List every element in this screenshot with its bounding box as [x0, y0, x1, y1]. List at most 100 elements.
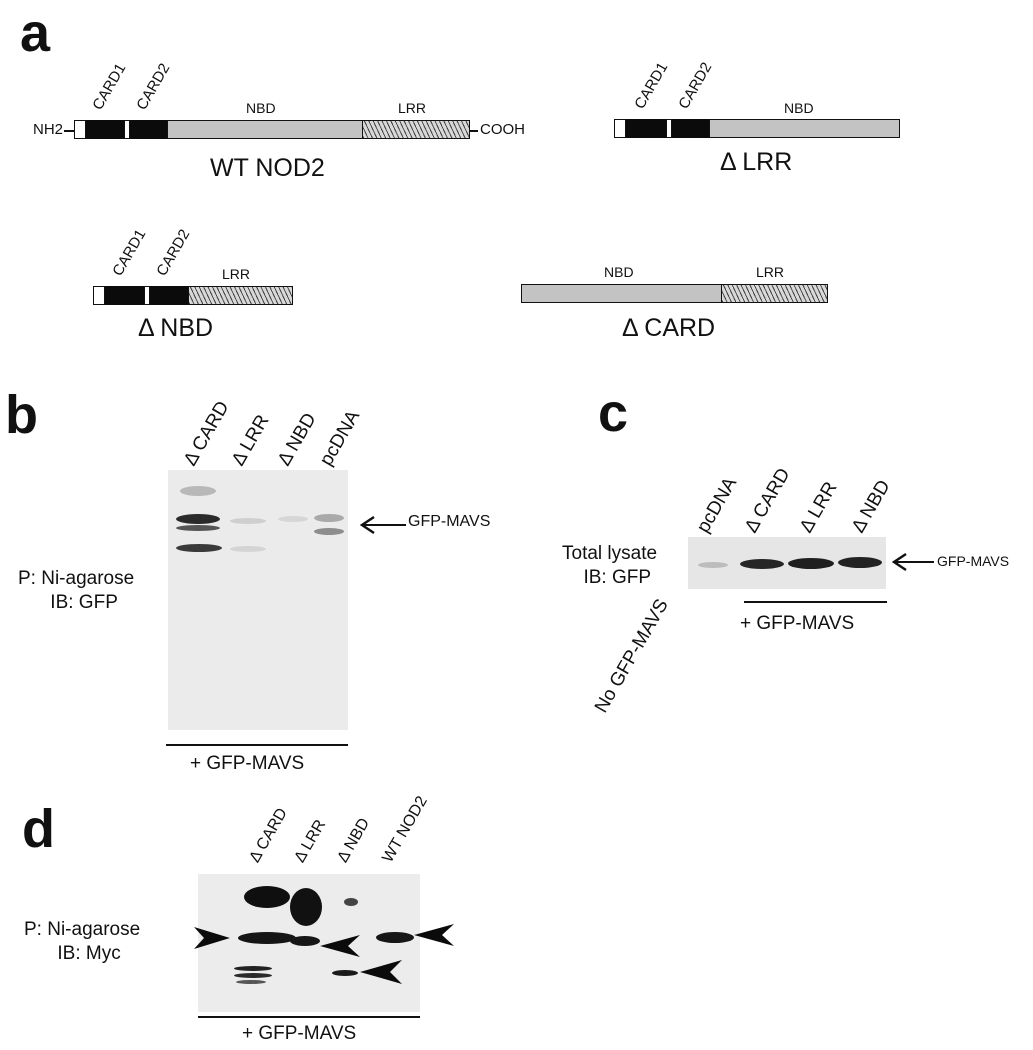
n-terminus-line [64, 130, 74, 132]
arrowhead-icon [320, 935, 360, 957]
card2-label: CARD2 [133, 60, 174, 113]
lrr-label: LRR [398, 100, 427, 116]
bracket-line [744, 601, 887, 603]
arrow-icon [359, 515, 406, 535]
arrowhead-icon [414, 924, 454, 946]
arrowhead-icon [360, 960, 402, 984]
blot-band [244, 886, 290, 908]
blot-band [278, 516, 308, 522]
side-label-d: P: Ni-agarose IB: Myc [24, 918, 140, 966]
lane-label: pcDNA [315, 406, 365, 470]
card1-domain [105, 286, 144, 305]
construct-name-dlrr: Δ LRR [720, 148, 793, 176]
bottom-label-b: + GFP-MAVS [190, 753, 305, 774]
n-cap [74, 120, 86, 139]
bracket-line [198, 1016, 420, 1018]
lane-label: Δ NBD [273, 409, 321, 470]
nbd-domain [521, 284, 722, 303]
linker [144, 286, 150, 305]
panel-label-b: b [5, 385, 38, 445]
lrr-domain [721, 284, 828, 303]
card1-label: CARD1 [109, 226, 150, 279]
lane-label: Δ CARD [740, 464, 795, 537]
n-cap [93, 286, 105, 305]
lane-label: Δ LRR [291, 816, 330, 866]
blot-band [238, 932, 296, 944]
blot-band [234, 973, 272, 978]
card2-domain [130, 120, 168, 139]
arrow-label-b: GFP-MAVS [408, 513, 491, 530]
n-terminus-label: NH2 [33, 121, 64, 138]
card2-domain [150, 286, 188, 305]
blot-band [176, 514, 220, 524]
blot-band [740, 559, 784, 569]
side-label-b: P: Ni-agarose IB: GFP [18, 567, 134, 615]
card1-label: CARD1 [631, 59, 672, 112]
n-cap [614, 119, 626, 138]
nbd-label: NBD [604, 264, 634, 280]
lane-label: Δ CARD [179, 397, 234, 470]
arrow-icon [891, 552, 934, 572]
blot-band [290, 936, 320, 946]
blot-band [698, 562, 728, 568]
blot-band [236, 980, 266, 984]
card2-label: CARD2 [675, 59, 716, 112]
construct-name-dcard: Δ CARD [622, 314, 716, 342]
lrr-label: LRR [222, 266, 251, 282]
no-mavs-label: No GFP-MAVS [590, 595, 673, 717]
c-terminus-line [470, 130, 478, 132]
blot-band [290, 888, 322, 926]
panel-label-d: d [22, 799, 55, 859]
lane-label: Δ CARD [246, 805, 291, 866]
panel-label-c: c [598, 383, 629, 443]
lane-label: pcDNA [692, 473, 742, 537]
side-label-c: Total lysate IB: GFP [562, 542, 657, 590]
blot-band [314, 514, 344, 522]
blot-band [344, 898, 358, 906]
nbd-label: NBD [246, 100, 276, 116]
lane-label: Δ NBD [847, 476, 895, 537]
card2-domain [672, 119, 710, 138]
card1-label: CARD1 [89, 60, 130, 113]
c-terminus-label: COOH [480, 121, 525, 138]
linker [124, 120, 130, 139]
lrr-domain [188, 286, 293, 305]
blot-band [176, 544, 222, 552]
blot-band [838, 557, 882, 568]
side-label-line: P: Ni-agarose [24, 919, 141, 940]
western-blot-b [168, 470, 348, 730]
side-label-line: IB: GFP [583, 566, 652, 588]
side-label-line: P: Ni-agarose [18, 568, 135, 589]
lane-label: WT NOD2 [379, 793, 431, 866]
linker [666, 119, 672, 138]
western-blot-c [688, 537, 886, 589]
lane-label: Δ NBD [334, 815, 374, 866]
lane-label: Δ LRR [227, 411, 274, 470]
bottom-label-c: + GFP-MAVS [740, 613, 855, 634]
nbd-label: NBD [784, 100, 814, 116]
blot-band [376, 932, 414, 943]
panel-label-a: a [20, 3, 51, 63]
bottom-label-d: + GFP-MAVS [242, 1023, 357, 1044]
arrowhead-icon [194, 927, 230, 949]
blot-band [314, 528, 344, 535]
lane-label: Δ LRR [795, 478, 842, 537]
blot-band [230, 546, 266, 552]
bracket-line [166, 744, 348, 746]
lrr-label: LRR [756, 264, 785, 280]
blot-band [332, 970, 358, 976]
blot-band [176, 525, 220, 531]
card2-label: CARD2 [153, 226, 194, 279]
card1-domain [86, 120, 124, 139]
side-label-line: IB: GFP [50, 591, 118, 613]
blot-band [180, 486, 216, 496]
blot-band [234, 966, 272, 971]
western-blot-d [198, 874, 420, 1012]
blot-band [788, 558, 834, 569]
side-label-line: IB: Myc [57, 942, 121, 964]
blot-band [230, 518, 266, 524]
arrow-label-c: GFP-MAVS [937, 553, 1010, 569]
lrr-domain [362, 120, 470, 139]
side-label-line: Total lysate [562, 543, 658, 564]
construct-name-wt: WT NOD2 [210, 154, 325, 182]
